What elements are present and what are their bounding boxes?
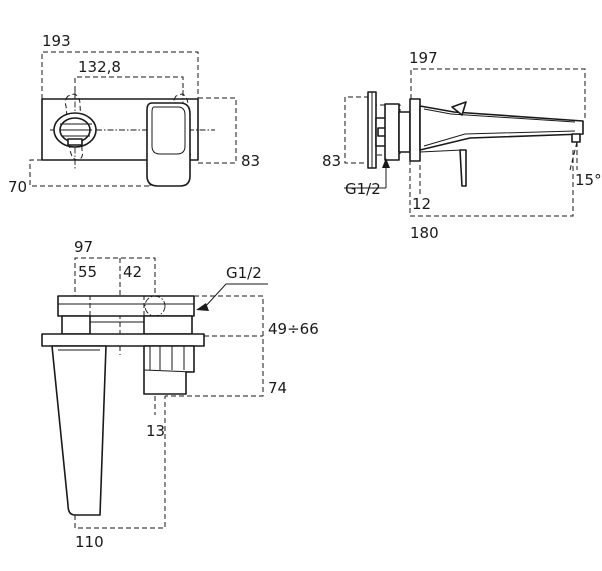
top-depth-range-label: 49÷66: [268, 320, 319, 338]
top-depth-label: 74: [268, 379, 287, 397]
side-length-label: 197: [409, 49, 438, 67]
side-plate-label: 12: [412, 195, 431, 213]
front-view: 193 132,8 83 70: [8, 32, 260, 196]
side-thread-label: G1/2: [345, 180, 381, 198]
spout-side: [419, 105, 584, 151]
top-right-label: 42: [123, 263, 142, 281]
lever-handle: [146, 102, 191, 187]
top-thread-label: G1/2: [226, 264, 262, 282]
wall-plate: [41, 98, 199, 161]
side-angle-label: 15°: [575, 171, 602, 189]
front-width-label: 193: [42, 32, 71, 50]
lever-side: [459, 149, 467, 187]
front-offset-label: 70: [8, 178, 27, 196]
side-view: 197 83 G1/2 12 180 15°: [322, 49, 602, 242]
front-spacing-label: 132,8: [78, 58, 121, 76]
concealed-body: [57, 295, 195, 317]
side-projection-label: 180: [410, 224, 439, 242]
top-view: 97 55 42 G1/2 49÷66 74 13 110: [41, 238, 319, 551]
front-height-label: 83: [241, 152, 260, 170]
top-small-label: 13: [146, 422, 165, 440]
spout-top: [51, 345, 107, 516]
wall-plate-side: [409, 98, 421, 162]
top-overall-label: 97: [74, 238, 93, 256]
side-height-label: 83: [322, 152, 341, 170]
top-left-label: 55: [78, 263, 97, 281]
top-spout-label: 110: [75, 533, 104, 551]
lever-top: [143, 345, 195, 395]
wall-plate-top: [41, 333, 205, 347]
